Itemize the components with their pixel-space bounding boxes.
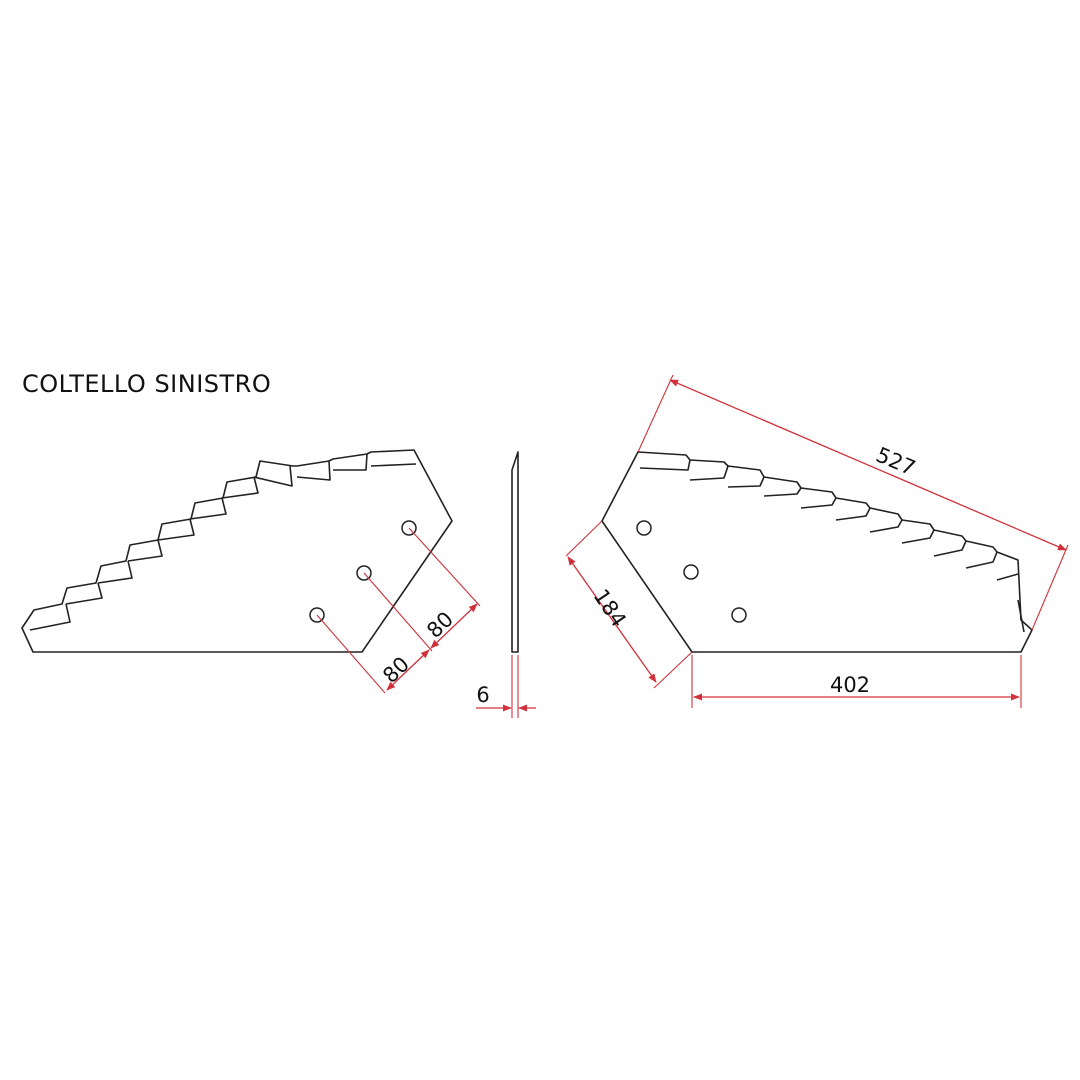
- hole-ext-line-3: [408, 527, 481, 607]
- dim-line-527: [669, 379, 1067, 551]
- right-knife-hole-1: [636, 520, 652, 536]
- dim-line-80-a: [386, 649, 430, 691]
- dim-label-527: 527: [873, 443, 919, 481]
- left-knife-outline: [21, 449, 453, 653]
- hole-ext-line-2: [363, 572, 433, 652]
- right-knife-view: [601, 451, 1033, 653]
- dim-label-80-a: 80: [378, 652, 414, 688]
- dim-line-80-b: [430, 603, 478, 649]
- right-knife-hole-3: [731, 607, 747, 623]
- left-knife-teeth-bevel: [29, 453, 417, 631]
- right-knife-teeth-bevel: [639, 459, 1025, 633]
- hole-ext-line-1: [316, 614, 386, 694]
- dim-label-thickness: 6: [476, 683, 489, 707]
- left-knife-dimensions: 80 80: [316, 527, 481, 694]
- dim-label-184: 184: [589, 585, 631, 632]
- drawing-title: COLTELLO SINISTRO: [22, 370, 272, 398]
- dim-line-184: [567, 556, 657, 683]
- side-view: 6: [476, 451, 536, 718]
- diag-ext-right: [1031, 544, 1069, 631]
- right-knife-outline: [601, 451, 1033, 653]
- side-ext-bottom: [653, 651, 693, 689]
- dim-label-402: 402: [830, 673, 870, 697]
- side-ext-top: [565, 520, 603, 557]
- right-knife-hole-2: [683, 564, 699, 580]
- side-view-outline: [511, 451, 519, 653]
- right-knife-dimensions: 527 184 402: [565, 374, 1069, 708]
- diag-ext-left: [637, 374, 674, 453]
- left-knife-view: [21, 449, 453, 653]
- dim-label-80-b: 80: [422, 607, 458, 643]
